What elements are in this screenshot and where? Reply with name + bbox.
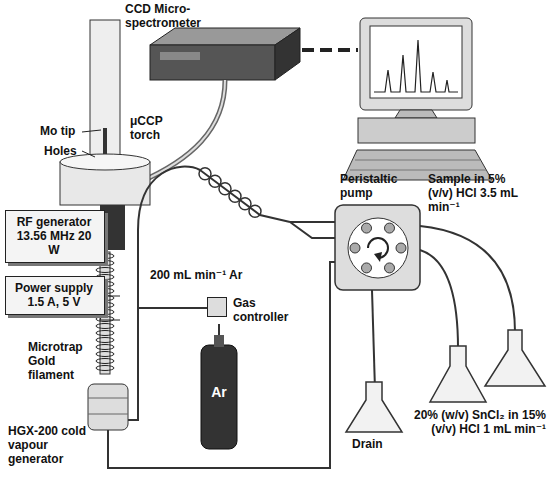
node-text: Gas controller — [233, 296, 287, 324]
gas-controller: Gas controller — [207, 296, 287, 324]
pump-roller — [385, 223, 395, 233]
computer — [370, 26, 462, 98]
coil-winding — [96, 366, 114, 371]
rf-generator-box: RF generator 13.56 MHz 20 W — [5, 210, 105, 263]
spectrometer — [160, 52, 200, 60]
spectrometer — [275, 28, 300, 80]
coil-winding — [96, 345, 114, 350]
coil-winding — [96, 359, 114, 364]
computer — [358, 118, 475, 143]
part-label: Drain — [352, 437, 402, 451]
tubing — [128, 230, 138, 420]
part-label: HGX-200 cold vapour generator — [8, 424, 88, 466]
vapour-generator — [88, 384, 128, 430]
part-label: μCCP torch — [130, 114, 172, 142]
coil-winding — [96, 324, 114, 329]
computer — [360, 18, 472, 110]
part-label: Peristaltic pump — [340, 172, 418, 200]
flow-note: 20% (w/v) SnCl₂ in 15% (v/v) HCl 1 mL mi… — [410, 408, 546, 436]
node-text: Power supply 1.5 A, 5 V — [11, 281, 97, 309]
pump-roller — [362, 263, 372, 273]
peristaltic-pump — [335, 205, 420, 290]
tubing — [290, 221, 335, 223]
part-label: Mo tip — [40, 124, 85, 138]
pump-roller — [350, 243, 360, 253]
power-supply-box: Power supply 1.5 A, 5 V — [5, 276, 105, 315]
coil-winding — [96, 331, 114, 336]
flow-note: 200 mL min⁻¹ Ar — [150, 268, 270, 282]
peristaltic-pump — [374, 252, 382, 262]
vapour-generator — [88, 414, 128, 415]
torch — [82, 130, 101, 132]
tube-coil — [199, 168, 261, 218]
flow-note: Sample in 5% (v/v) HCl 3.5 mL min⁻¹ — [428, 172, 533, 214]
peristaltic-pump — [348, 218, 408, 278]
controller-icon — [207, 297, 227, 317]
spectrometer — [150, 45, 275, 80]
coil-winding — [96, 352, 114, 357]
tubing — [138, 167, 290, 230]
pump-roller — [385, 263, 395, 273]
peristaltic-pump — [335, 205, 420, 290]
torch — [90, 20, 120, 162]
part-label: Holes — [44, 144, 84, 158]
part-label: Microtrap Gold filament — [28, 340, 98, 382]
torch — [82, 151, 95, 157]
cylinder-valve — [214, 335, 224, 347]
pump-roller — [396, 243, 406, 253]
spectrometer — [150, 28, 300, 45]
tube-loop — [249, 205, 261, 217]
coil-winding — [96, 338, 114, 343]
tubing — [138, 307, 207, 309]
argon-cylinder: Ar — [200, 335, 238, 450]
flasks — [485, 330, 545, 386]
computer — [374, 40, 458, 92]
computer — [350, 170, 486, 171]
tubing — [290, 222, 335, 238]
coil-winding — [96, 268, 114, 273]
part-label: CCD Micro-spectrometer — [125, 2, 225, 30]
tubing — [372, 290, 375, 390]
computer — [395, 110, 437, 118]
tubing — [420, 226, 515, 332]
tubing — [420, 250, 458, 348]
vapour-generator — [88, 384, 128, 430]
tubing — [108, 262, 335, 468]
spectrometer — [150, 28, 300, 80]
coil-winding — [96, 317, 114, 322]
computer — [343, 18, 492, 180]
microtrap-coil — [100, 320, 120, 321]
flasks — [346, 382, 402, 432]
computer — [355, 160, 480, 161]
node-text: RF generator 13.56 MHz 20 W — [11, 215, 97, 257]
vapour-generator — [88, 398, 128, 399]
data-link — [302, 48, 358, 52]
node-text: Ar — [200, 335, 238, 399]
gas-line — [218, 324, 220, 335]
pump-roller — [362, 223, 372, 233]
flasks — [430, 346, 486, 402]
